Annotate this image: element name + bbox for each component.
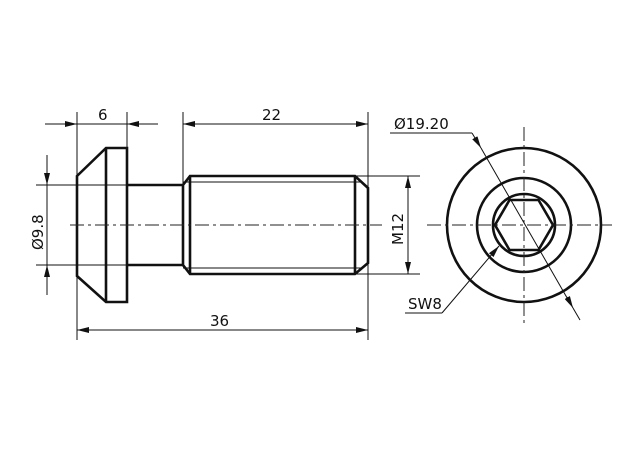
dimension-total-length: 36 (76, 276, 368, 340)
dim-label-m12: M12 (389, 213, 407, 245)
dim-label-6: 6 (98, 106, 108, 124)
dimension-hex-socket: SW8 (405, 245, 500, 314)
dimension-head-width: 6 (45, 106, 158, 176)
dimension-head-diameter: Ø19.20 (390, 115, 581, 321)
dim-label-neck-diameter: Ø9.8 (29, 214, 47, 250)
dim-label-sw8: SW8 (408, 295, 442, 313)
dim-label-22: 22 (262, 106, 281, 124)
dim-label-head-diameter: Ø19.20 (394, 115, 449, 133)
dim-label-36: 36 (210, 312, 229, 330)
dimension-thread-length: 22 (182, 106, 369, 340)
dimension-neck-diameter: Ø9.8 (29, 155, 127, 295)
dimension-thread-size: M12 (355, 175, 420, 275)
end-view (427, 127, 612, 323)
screw-neck (127, 183, 183, 267)
side-view (70, 146, 382, 304)
